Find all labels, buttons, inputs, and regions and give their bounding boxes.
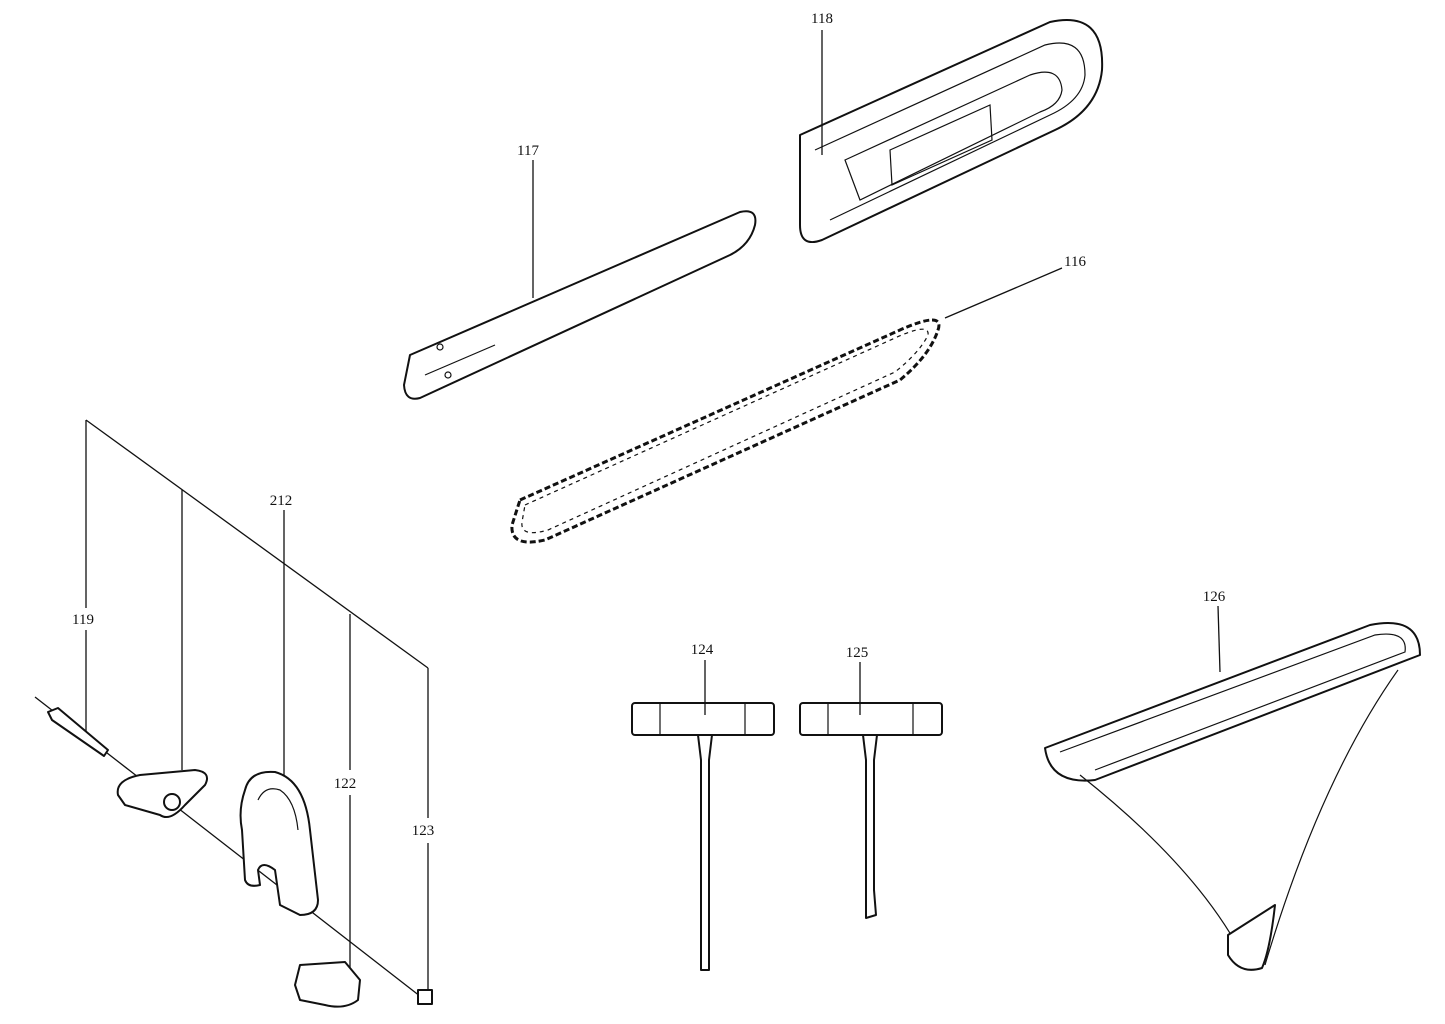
part-label-212: 212	[270, 493, 293, 509]
part-124-t-wrench: 124	[631, 642, 775, 971]
part-label-116: 116	[1064, 254, 1086, 270]
part-117-guide-bar: 117	[403, 143, 757, 400]
part-119-bolt: 119	[47, 612, 109, 757]
part-label-126: 126	[1203, 589, 1226, 605]
part-label-123: 123	[412, 823, 435, 839]
part-118-bar-cover: 118	[799, 11, 1104, 244]
part-116-saw-chain: 116	[510, 254, 1086, 544]
part-123-nut: 123	[412, 823, 435, 1005]
part-125-t-wrench-screwdriver: 125	[799, 645, 943, 919]
part-label-119: 119	[72, 612, 94, 628]
part-knob	[116, 769, 208, 818]
part-212-clamp: 212	[239, 493, 319, 916]
part-label-118: 118	[811, 11, 833, 27]
leader-line-126	[1217, 605, 1221, 673]
part-126-carry-strap: 126	[1044, 589, 1421, 971]
part-label-125: 125	[846, 645, 869, 661]
leader-line-116	[944, 267, 1063, 319]
assembly-bracket-lines	[34, 419, 429, 1001]
part-label-124: 124	[691, 642, 714, 658]
part-122-block: 122	[294, 776, 361, 1008]
part-label-122: 122	[334, 776, 357, 792]
part-label-117: 117	[517, 143, 539, 159]
